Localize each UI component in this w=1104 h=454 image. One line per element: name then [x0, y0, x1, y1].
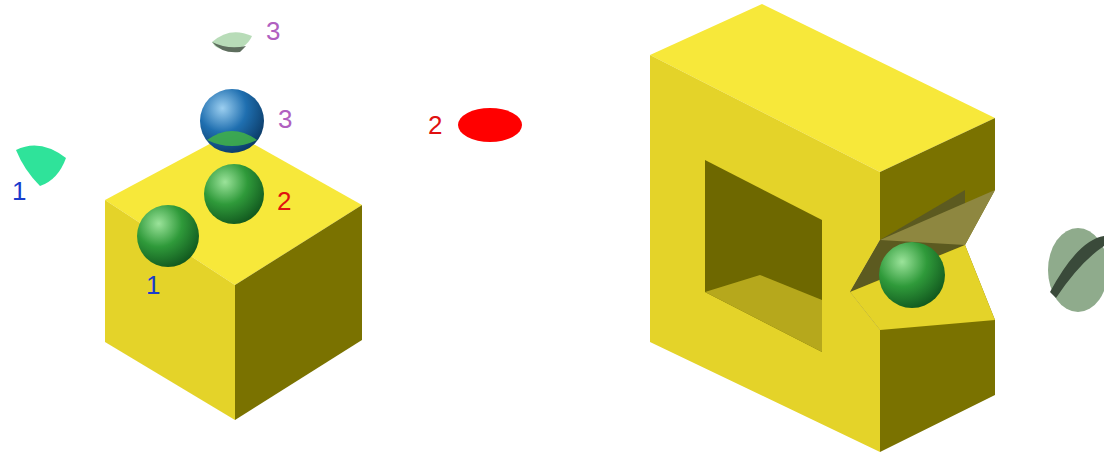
- callout-number: 1: [146, 272, 160, 298]
- callout-number: 2: [428, 112, 442, 138]
- contact-disc: [458, 108, 522, 142]
- sphere: [200, 89, 264, 153]
- c-block: [650, 4, 995, 452]
- section-cut: [1048, 228, 1104, 312]
- cube: [105, 132, 362, 420]
- sphere: [204, 164, 264, 224]
- callout-number: 2: [277, 188, 291, 214]
- callout-number: 3: [266, 18, 280, 44]
- sphere: [879, 242, 945, 308]
- callout-number: 3: [278, 106, 292, 132]
- section-cut-edge: [1050, 236, 1104, 298]
- sphere-cap-shadow: [212, 42, 246, 52]
- sphere: [137, 205, 199, 267]
- callout-number: 1: [12, 178, 26, 204]
- sphere-cap: [207, 131, 257, 146]
